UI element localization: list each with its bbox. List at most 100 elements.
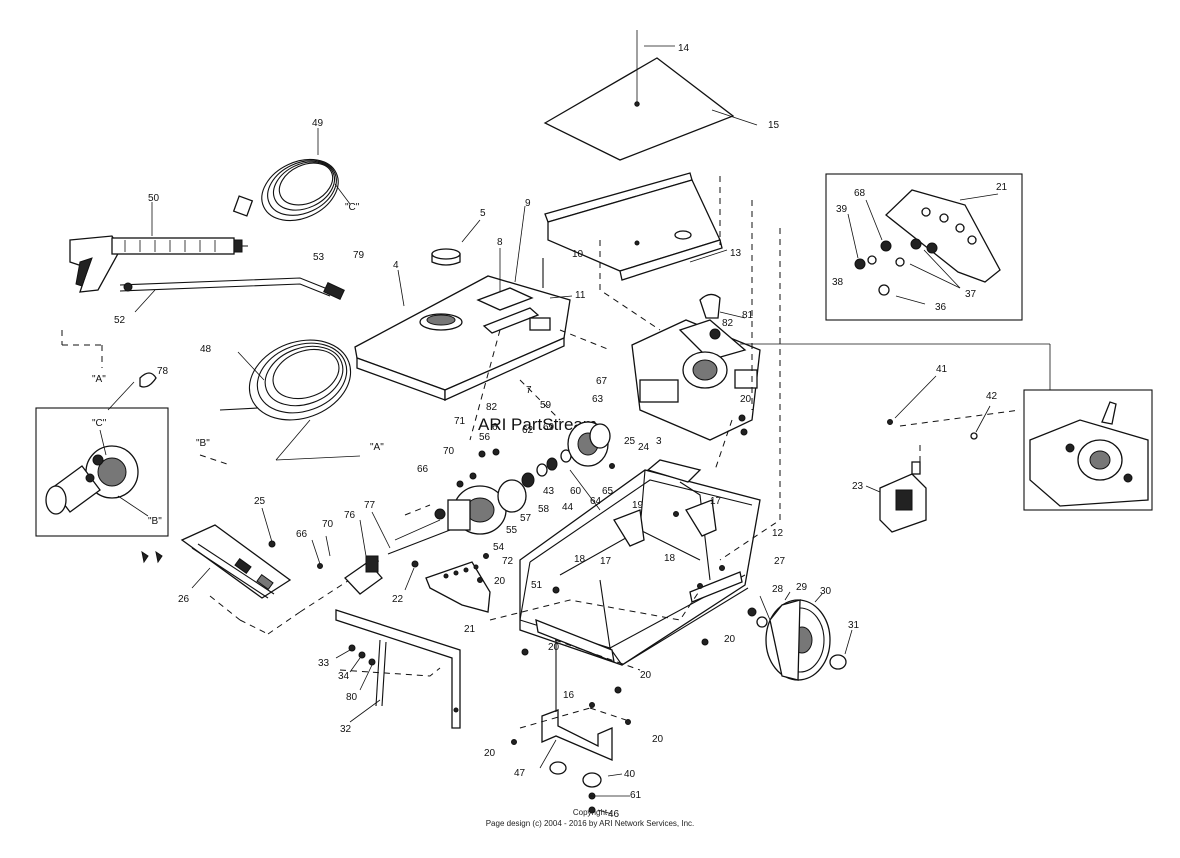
callout-62: 62	[522, 425, 534, 436]
top-panel	[543, 30, 758, 161]
callout-44: 44	[562, 502, 574, 513]
callout-64: 64	[590, 496, 602, 507]
callout-5: 5	[480, 208, 486, 219]
callout-76: 76	[344, 510, 356, 521]
inset-muffler-detail	[865, 375, 1153, 533]
callout-32: 32	[340, 724, 352, 735]
callout-17a: 17	[710, 496, 722, 507]
callout-3: 3	[656, 436, 662, 447]
connector-c-inset: "C"	[92, 418, 107, 429]
hose-49	[232, 128, 351, 222]
callout-13: 13	[730, 248, 742, 259]
callout-70b: 70	[322, 519, 334, 530]
callout-20f: 20	[652, 734, 664, 745]
callout-18b: 18	[664, 553, 676, 564]
callout-68: 68	[854, 188, 866, 199]
tank-bracket	[544, 172, 728, 281]
callout-10: 10	[572, 249, 584, 260]
callout-23: 23	[852, 481, 864, 492]
callout-78: 78	[157, 366, 169, 377]
routing-lines	[199, 176, 781, 677]
callout-63: 63	[592, 394, 604, 405]
callout-4: 4	[393, 260, 399, 271]
callout-52: 52	[114, 315, 126, 326]
callout-37: 37	[965, 289, 977, 300]
unloader	[311, 511, 451, 595]
wand	[119, 277, 345, 313]
connector-a-gun: "A"	[92, 374, 106, 385]
callout-46: 46	[608, 809, 620, 820]
callout-20b: 20	[548, 642, 560, 653]
callout-18a: 18	[574, 554, 586, 565]
callout-31: 31	[848, 620, 860, 631]
footer-page-design: Page design (c) 2004 - 2016 by ARI Netwo…	[485, 819, 695, 828]
callout-24: 24	[638, 442, 650, 453]
callout-36: 36	[935, 302, 947, 313]
callout-70: 70	[443, 446, 455, 457]
callout-9: 9	[525, 198, 531, 209]
callout-79: 79	[353, 250, 365, 261]
callout-67: 67	[596, 376, 608, 387]
callout-58: 58	[538, 504, 550, 515]
connector-labels: "C" "A" "B" "A" "C" "B"	[92, 202, 384, 527]
inset-pump-detail	[35, 330, 169, 537]
callout-20g: 20	[740, 394, 752, 405]
callout-19: 19	[632, 500, 644, 511]
callout-21a: 21	[464, 624, 476, 635]
wheel	[747, 591, 853, 681]
callout-65: 65	[602, 486, 614, 497]
callout-20e: 20	[484, 748, 496, 759]
callout-47: 47	[514, 768, 526, 779]
callout-41: 41	[936, 364, 948, 375]
connector-b-inset: "B"	[148, 516, 162, 527]
foot	[511, 640, 631, 815]
callout-50: 50	[148, 193, 160, 204]
cover-plate	[141, 507, 381, 635]
callout-56: 56	[479, 432, 491, 443]
callout-82: 82	[722, 318, 734, 329]
callout-51: 51	[531, 580, 543, 591]
callout-28: 28	[772, 584, 784, 595]
callout-69: 69	[543, 422, 555, 433]
inset-bracket-detail	[825, 173, 1023, 321]
callout-57: 57	[520, 513, 532, 524]
watermark: ARI PartStream	[478, 415, 597, 434]
callout-60: 60	[570, 486, 582, 497]
callout-54: 54	[493, 542, 505, 553]
callout-17b: 17	[600, 556, 612, 567]
hose-48	[219, 339, 361, 461]
callout-66b: 66	[296, 529, 308, 540]
callout-53: 53	[313, 252, 325, 263]
callout-7: 7	[526, 385, 532, 396]
callout-25b: 25	[624, 436, 636, 447]
callout-77: 77	[364, 500, 376, 511]
callout-labels: 14 15 49 50 5 9 8 10 13 4 53 79 11 81 82…	[114, 43, 1008, 820]
callout-20d: 20	[640, 670, 652, 681]
callout-11: 11	[575, 290, 586, 301]
callout-59: 59	[540, 400, 552, 411]
callout-20c: 20	[724, 634, 736, 645]
callout-21b: 21	[996, 182, 1008, 193]
callout-33: 33	[318, 658, 330, 669]
callout-22: 22	[392, 594, 404, 605]
callout-39: 39	[836, 204, 848, 215]
spray-gun	[69, 202, 252, 293]
callout-15: 15	[768, 120, 780, 131]
callout-16: 16	[563, 690, 575, 701]
callout-48: 48	[200, 344, 212, 355]
callout-6: 6	[492, 422, 498, 433]
frame	[519, 459, 761, 666]
callout-71: 71	[454, 416, 466, 427]
connector-c-hose: "C"	[345, 202, 360, 213]
pump-assembly	[394, 421, 611, 541]
callout-66: 66	[417, 464, 429, 475]
fuel-tank	[354, 205, 573, 402]
footer-copyright: Copyright	[572, 808, 608, 817]
connector-a-hose: "A"	[370, 442, 384, 453]
callout-49: 49	[312, 118, 324, 129]
callout-38: 38	[832, 277, 844, 288]
callout-26: 26	[178, 594, 190, 605]
callout-61: 61	[630, 790, 642, 801]
handle	[335, 609, 461, 729]
